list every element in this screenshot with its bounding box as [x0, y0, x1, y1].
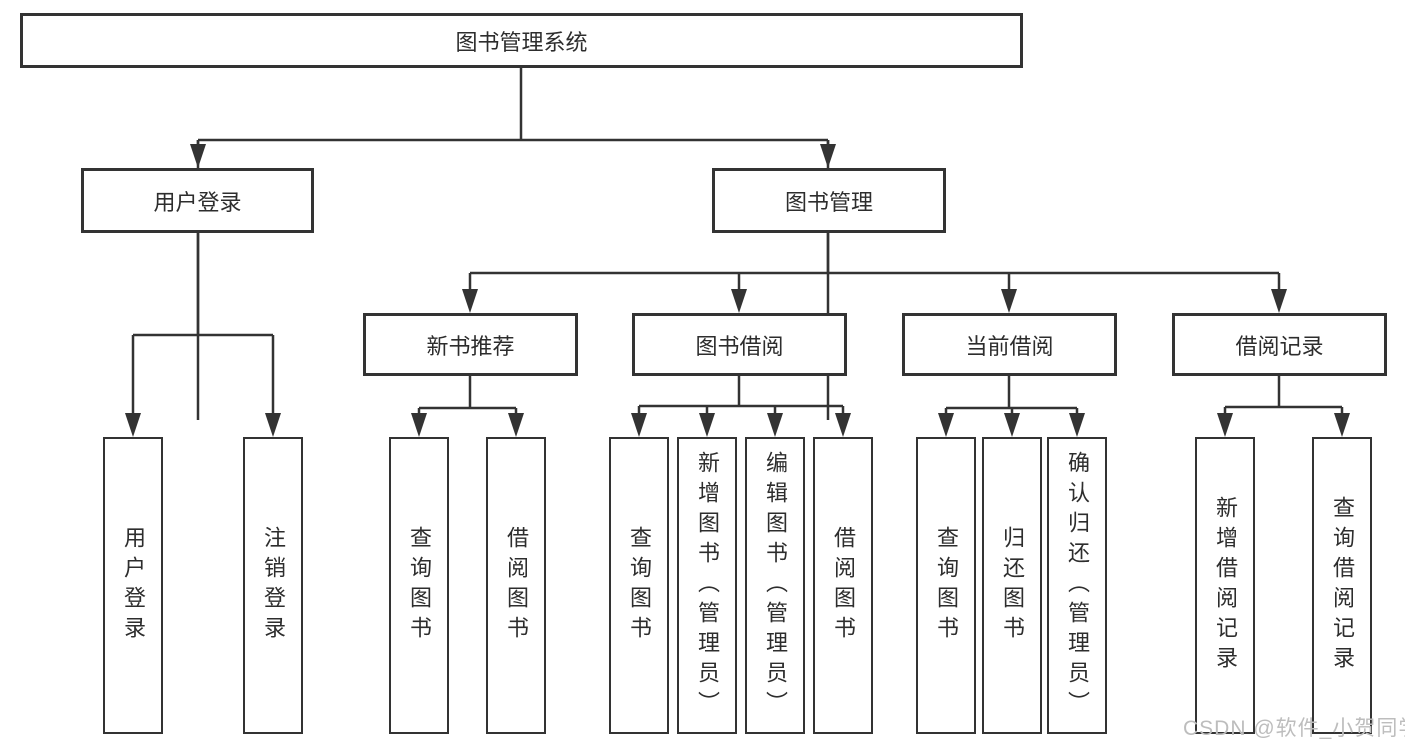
csdn-watermark: CSDN @软件_小贺同学 [1183, 717, 1405, 740]
node-borrowing-borrow-books-label: 借阅图书 [831, 525, 856, 646]
node-records-query-record-label: 查询借阅记录 [1330, 495, 1355, 676]
connector-user-login [125, 233, 281, 437]
node-book-borrowing-label: 图书借阅 [695, 333, 784, 359]
connector-book-borrowing [631, 376, 851, 437]
node-recommend-borrow-books: 借阅图书 [486, 437, 546, 734]
node-book-management-label: 图书管理 [784, 189, 873, 215]
node-borrowing-edit-books-admin: 编辑图书（管理员） [745, 437, 805, 734]
node-book-borrowing: 图书借阅 [632, 313, 847, 376]
node-new-book-recommend: 新书推荐 [363, 313, 578, 376]
node-root-label: 图书管理系统 [455, 29, 588, 55]
node-borrowing-records: 借阅记录 [1172, 313, 1387, 376]
node-records-add-record-label: 新增借阅记录 [1213, 495, 1238, 676]
node-logout-label: 注销登录 [261, 525, 286, 646]
node-user-login-label: 用户登录 [153, 189, 242, 215]
node-recommend-borrow-books-label: 借阅图书 [504, 525, 529, 646]
node-current-return-books-label: 归还图书 [1000, 525, 1025, 646]
node-recommend-query-books-label: 查询图书 [407, 525, 432, 646]
node-current-query-books: 查询图书 [916, 437, 976, 734]
node-book-management: 图书管理 [712, 168, 946, 233]
node-recommend-query-books: 查询图书 [389, 437, 449, 734]
connector-borrowing-records [1217, 376, 1350, 437]
connector-new-book-recommend [411, 376, 524, 437]
node-current-confirm-return-admin-label: 确认归还（管理员） [1065, 450, 1090, 721]
node-login-label: 用户登录 [121, 525, 146, 646]
node-records-add-record: 新增借阅记录 [1195, 437, 1255, 734]
node-borrowing-add-books-admin: 新增图书（管理员） [677, 437, 737, 734]
node-user-login: 用户登录 [81, 168, 314, 233]
connector-current-borrowing [938, 376, 1085, 437]
connector-book-management [462, 233, 1287, 313]
node-borrowing-query-books-label: 查询图书 [627, 525, 652, 646]
node-borrowing-borrow-books: 借阅图书 [813, 437, 873, 734]
node-new-book-recommend-label: 新书推荐 [426, 333, 515, 359]
node-current-query-books-label: 查询图书 [934, 525, 959, 646]
node-borrowing-query-books: 查询图书 [609, 437, 669, 734]
node-login: 用户登录 [103, 437, 163, 734]
node-borrowing-add-books-admin-label: 新增图书（管理员） [695, 450, 720, 721]
node-current-confirm-return-admin: 确认归还（管理员） [1047, 437, 1107, 734]
node-current-borrowing-label: 当前借阅 [965, 333, 1054, 359]
node-borrowing-records-label: 借阅记录 [1235, 333, 1324, 359]
node-borrowing-edit-books-admin-label: 编辑图书（管理员） [763, 450, 788, 721]
node-root: 图书管理系统 [20, 13, 1023, 68]
node-records-query-record: 查询借阅记录 [1312, 437, 1372, 734]
node-logout: 注销登录 [243, 437, 303, 734]
node-current-borrowing: 当前借阅 [902, 313, 1117, 376]
node-current-return-books: 归还图书 [982, 437, 1042, 734]
